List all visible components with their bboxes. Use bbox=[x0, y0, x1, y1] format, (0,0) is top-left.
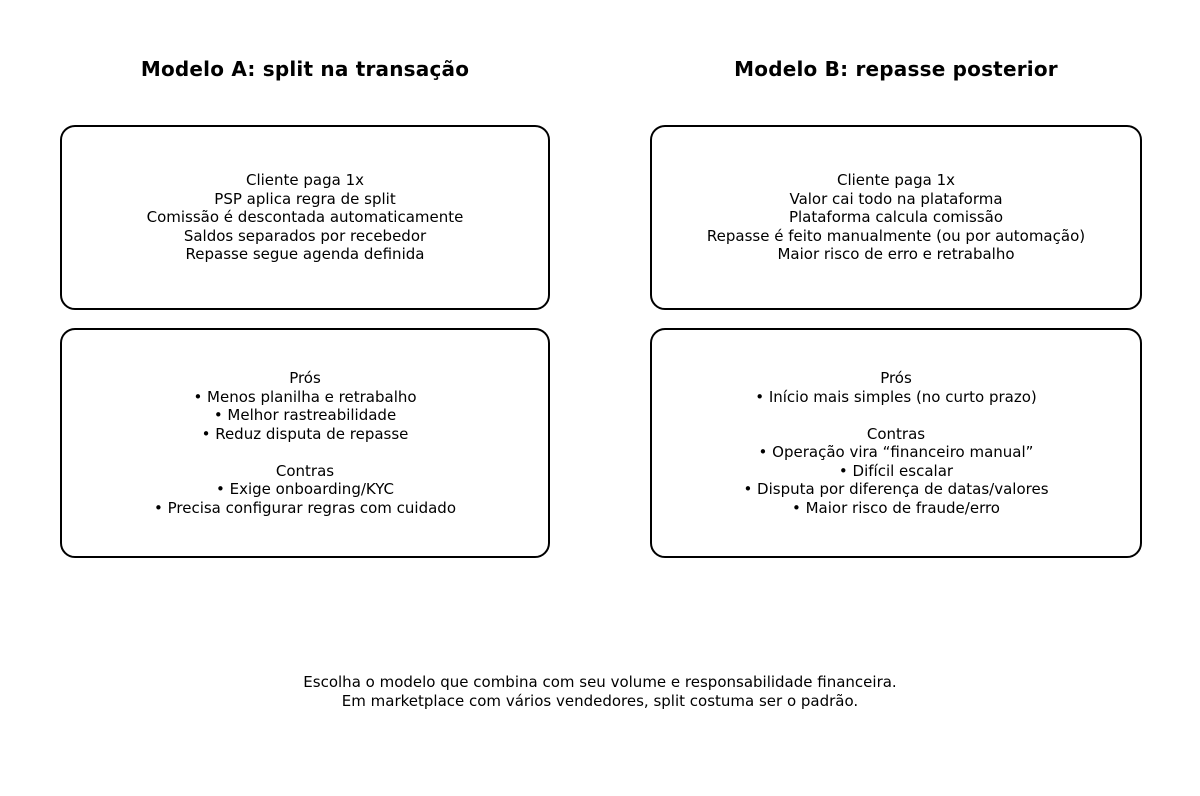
flow-step: Valor cai todo na plataforma bbox=[789, 189, 1003, 208]
pros-cons-line: Contras bbox=[275, 461, 335, 480]
model-b-pros-cons-box: Prós • Início mais simples (no curto pra… bbox=[650, 328, 1142, 558]
pros-cons-line: • Menos planilha e retrabalho bbox=[193, 387, 417, 406]
pros-cons-line: • Operação vira “financeiro manual” bbox=[758, 443, 1034, 461]
model-a-flow-box: Cliente paga 1x PSP aplica regra de spli… bbox=[60, 125, 550, 310]
model-b-flow-box: Cliente paga 1x Valor cai todo na plataf… bbox=[650, 125, 1142, 310]
flow-step: Comissão é descontada automaticamente bbox=[146, 208, 464, 227]
pros-cons-line: • Maior risco de fraude/erro bbox=[792, 498, 1000, 517]
pros-cons-line bbox=[652, 406, 1140, 425]
pros-cons-line: • Início mais simples (no curto prazo) bbox=[755, 387, 1037, 406]
flow-step: Plataforma calcula comissão bbox=[788, 208, 1004, 227]
flow-step: PSP aplica regra de split bbox=[214, 189, 396, 208]
pros-cons-line bbox=[62, 443, 548, 462]
flow-step: Saldos separados por recebedor bbox=[183, 226, 427, 245]
pros-cons-line: • Disputa por diferença de datas/valores bbox=[743, 480, 1049, 498]
pros-cons-line: • Precisa configurar regras com cuidado bbox=[153, 498, 457, 517]
pros-cons-line: • Exige onboarding/KYC bbox=[215, 480, 395, 498]
model-a-title: Modelo A: split na transação bbox=[140, 57, 470, 81]
pros-cons-line: • Reduz disputa de repasse bbox=[201, 424, 409, 443]
flow-step: Cliente paga 1x bbox=[245, 171, 365, 190]
flow-step: Repasse segue agenda definida bbox=[185, 245, 425, 264]
pros-cons-line: • Melhor rastreabilidade bbox=[213, 406, 397, 424]
model-b-title: Modelo B: repasse posterior bbox=[734, 57, 1058, 81]
flow-step: Repasse é feito manualmente (ou por auto… bbox=[706, 226, 1086, 245]
pros-cons-line: • Difícil escalar bbox=[838, 461, 954, 480]
pros-cons-line: Prós bbox=[880, 369, 912, 387]
footer-note: Escolha o modelo que combina com seu vol… bbox=[0, 673, 1200, 711]
footer-line: Em marketplace com vários vendedores, sp… bbox=[341, 692, 859, 710]
pros-cons-line: Contras bbox=[866, 424, 926, 443]
footer-line: Escolha o modelo que combina com seu vol… bbox=[303, 673, 897, 691]
model-a-pros-cons-box: Prós • Menos planilha e retrabalho • Mel… bbox=[60, 328, 550, 558]
flow-step: Cliente paga 1x bbox=[836, 171, 956, 190]
pros-cons-line: Prós bbox=[289, 369, 321, 387]
flow-step: Maior risco de erro e retrabalho bbox=[777, 245, 1015, 264]
